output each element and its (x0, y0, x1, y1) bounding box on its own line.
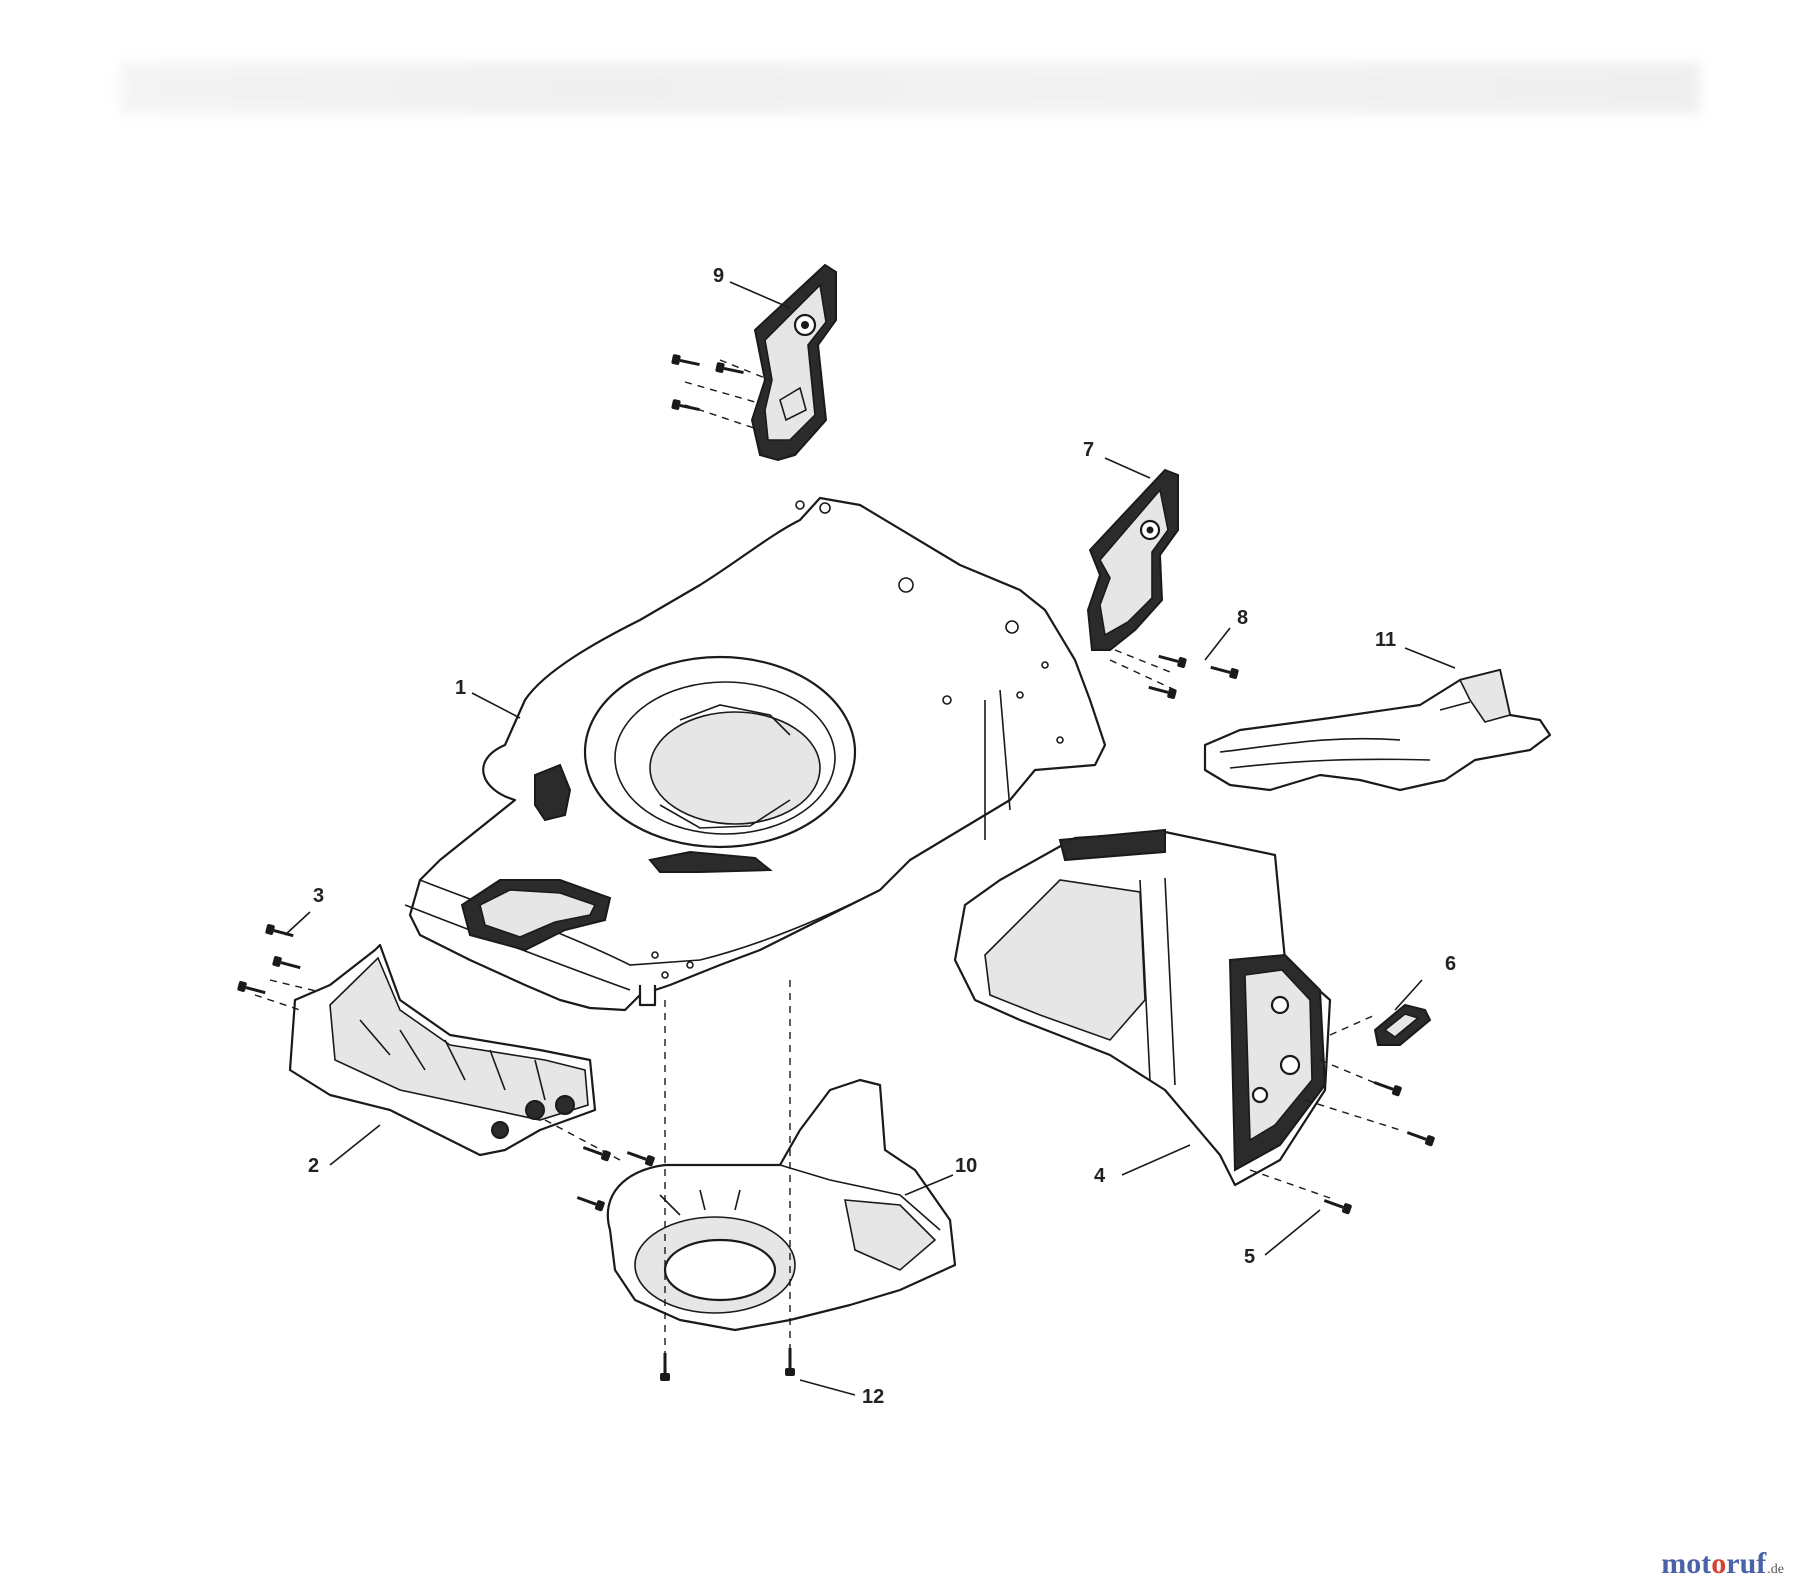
screw-icon (1148, 685, 1177, 699)
callout-labels: 1 2 3 4 5 6 7 8 9 10 11 12 (308, 265, 1456, 1408)
callout-8: 8 (1237, 607, 1248, 629)
screw-icon (576, 1196, 605, 1212)
callout-12: 12 (862, 1386, 884, 1408)
callout-5: 5 (1244, 1246, 1255, 1268)
callout-1: 1 (455, 677, 466, 699)
screw-icon (1406, 1131, 1435, 1147)
screw-icon (272, 956, 301, 970)
screw-icon (582, 1146, 611, 1162)
screw-icon (785, 1348, 795, 1376)
logo-part-o: o (1711, 1547, 1727, 1580)
screw-icon (671, 399, 700, 412)
callout-6: 6 (1445, 953, 1456, 975)
screw-icon (1158, 654, 1187, 668)
screw-icon (626, 1151, 655, 1167)
screw-icon (1373, 1081, 1402, 1097)
blurred-header (120, 62, 1700, 114)
logo-part-ruf: ruf (1726, 1547, 1767, 1580)
screw-icon (715, 362, 744, 375)
part-9-bracket-left (750, 263, 837, 462)
part-7-bracket-right (1086, 468, 1179, 651)
callout-11: 11 (1375, 629, 1396, 651)
callout-3: 3 (313, 885, 324, 907)
screw-icon (265, 924, 294, 938)
part-2-front-guard (288, 943, 597, 1157)
screw-icon (671, 354, 700, 367)
callout-9: 9 (713, 265, 724, 287)
part-4-chute (953, 828, 1332, 1187)
logo-part-mot: mot (1661, 1547, 1712, 1580)
screw-icon (1323, 1199, 1352, 1215)
callout-4: 4 (1094, 1165, 1106, 1187)
assembly-guides (254, 359, 1401, 1355)
screw-icon (660, 1353, 670, 1381)
screws (237, 354, 1435, 1381)
leader-lines (284, 281, 1456, 1396)
part-1-deck-housing (404, 496, 1107, 1012)
callout-7: 7 (1083, 439, 1094, 461)
callout-2: 2 (308, 1155, 319, 1177)
part-10-deflector (606, 1078, 957, 1332)
motoruf-watermark-logo: motoruf.de (1661, 1547, 1784, 1581)
screw-icon (1210, 665, 1239, 679)
part-11-cover (1203, 668, 1552, 792)
screw-icon (237, 981, 266, 995)
part-6-plate (1373, 1003, 1432, 1046)
callout-10: 10 (955, 1155, 977, 1177)
logo-tld: .de (1767, 1562, 1784, 1577)
